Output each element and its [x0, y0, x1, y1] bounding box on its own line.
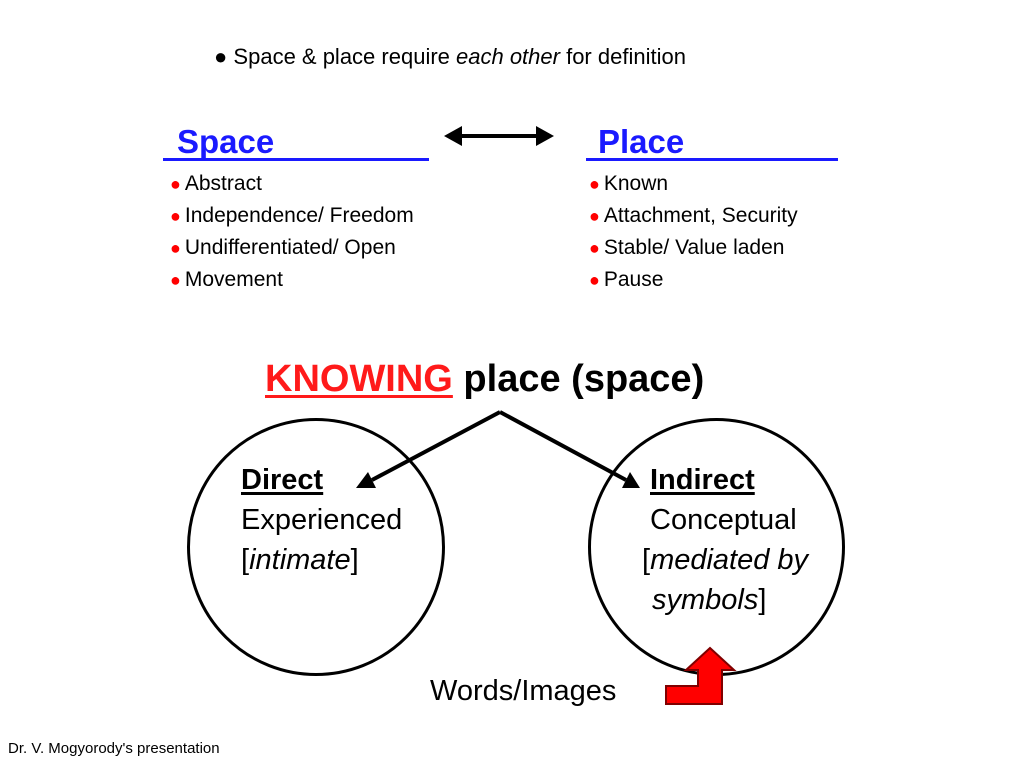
space-heading: Space: [163, 124, 429, 161]
red-bullet: ●: [170, 238, 181, 258]
indirect-line2: [mediated by: [642, 540, 808, 580]
direct-node: Direct Experienced [intimate]: [241, 460, 402, 580]
arrow-to-direct: [356, 410, 501, 488]
red-bullet: ●: [589, 270, 600, 290]
red-bullet: ●: [170, 174, 181, 194]
indirect-title: Indirect: [650, 464, 755, 496]
indirect-emphasis-2: symbols: [652, 584, 759, 616]
intro-bullet: ●: [214, 44, 228, 69]
bracket-close: ]: [350, 544, 359, 576]
list-item: ●Independence/ Freedom: [170, 200, 414, 232]
red-bent-arrow-icon: [665, 646, 737, 705]
bracket-open: [: [642, 544, 651, 576]
presentation-credit: Dr. V. Mogyorody's presentation: [8, 740, 220, 757]
list-item-label: Pause: [603, 268, 664, 291]
red-bullet: ●: [589, 238, 600, 258]
place-heading: Place: [586, 124, 838, 161]
list-item: ●Known: [589, 168, 798, 200]
intro-text-before: Space & place require: [233, 44, 456, 69]
space-title-underline: [163, 158, 429, 161]
direct-circle: [187, 418, 445, 676]
space-attributes-list: ●Abstract ●Independence/ Freedom ●Undiff…: [170, 168, 414, 296]
place-title-underline: [586, 158, 838, 161]
list-item-label: Undifferentiated/ Open: [184, 236, 396, 259]
list-item-label: Known: [603, 172, 669, 195]
list-item: ●Movement: [170, 264, 414, 296]
indirect-line3: symbols]: [652, 580, 808, 620]
indirect-emphasis: mediated by: [650, 544, 809, 576]
knowing-title: KNOWING place (space): [265, 358, 704, 401]
direct-emphasis: intimate: [249, 544, 351, 576]
list-item: ●Pause: [589, 264, 798, 296]
knowing-emphasis: KNOWING: [265, 358, 453, 400]
list-item-label: Independence/ Freedom: [184, 204, 414, 227]
intro-statement: ● Space & place require each other for d…: [214, 44, 686, 70]
list-item: ●Undifferentiated/ Open: [170, 232, 414, 264]
list-item-label: Stable/ Value laden: [603, 236, 785, 259]
indirect-line1: Conceptual: [650, 504, 797, 536]
bracket-close: ]: [758, 584, 767, 616]
list-item: ●Abstract: [170, 168, 414, 200]
place-title: Place: [598, 123, 685, 160]
arrow-to-indirect: [499, 410, 640, 488]
red-bullet: ●: [170, 270, 181, 290]
direct-title: Direct: [241, 464, 324, 496]
list-item: ●Attachment, Security: [589, 200, 798, 232]
space-title: Space: [177, 123, 275, 160]
place-attributes-list: ●Known ●Attachment, Security ●Stable/ Va…: [589, 168, 798, 296]
list-item: ●Stable/ Value laden: [589, 232, 798, 264]
intro-text-after: for definition: [559, 44, 686, 69]
list-item-label: Abstract: [184, 172, 262, 195]
red-bullet: ●: [170, 206, 181, 226]
list-item-label: Attachment, Security: [603, 204, 798, 227]
red-bullet: ●: [589, 174, 600, 194]
intro-text-emphasis: each other: [456, 44, 560, 69]
bracket-open: [: [241, 544, 250, 576]
double-headed-arrow-icon: [444, 126, 554, 146]
list-item-label: Movement: [184, 268, 283, 291]
red-bullet: ●: [589, 206, 600, 226]
direct-line2: [intimate]: [241, 540, 402, 580]
knowing-rest: place (space): [452, 358, 705, 400]
indirect-node: Indirect Conceptual [mediated by symbols…: [642, 460, 808, 620]
words-images-label: Words/Images: [430, 675, 617, 707]
direct-line1: Experienced: [241, 504, 403, 536]
